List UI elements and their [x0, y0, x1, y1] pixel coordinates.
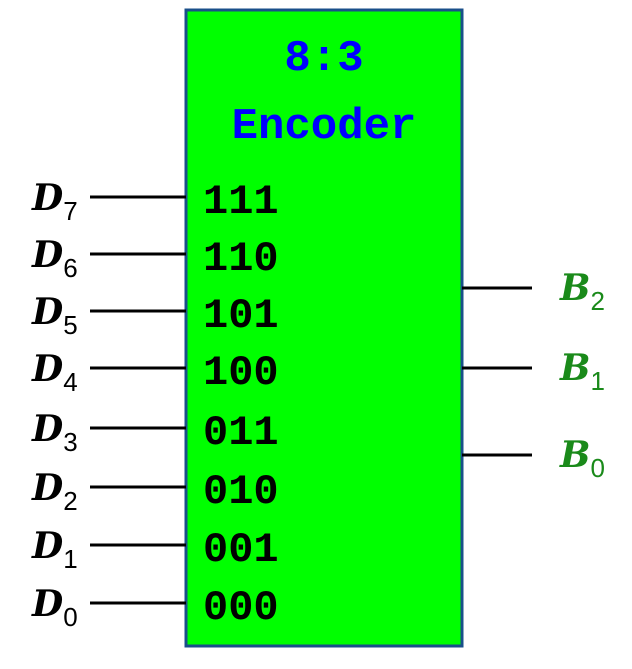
input-label-d7: D7	[31, 177, 78, 226]
input-code-d4: 100	[203, 349, 279, 397]
input-label-d5: D5	[31, 291, 78, 340]
input-code-d2: 010	[203, 468, 279, 516]
output-label-b2: B2	[559, 267, 605, 316]
input-label-d2: D2	[31, 467, 78, 516]
input-label-d1: D1	[31, 525, 78, 574]
input-code-d5: 101	[203, 292, 279, 340]
input-label-d4: D4	[31, 348, 78, 397]
encoder-title: Encoder	[232, 102, 417, 152]
output-label-b1: B1	[559, 347, 605, 396]
input-code-d1: 001	[203, 526, 279, 574]
encoder-block	[184, 8, 464, 648]
encoder-title-ratio: 8:3	[284, 34, 363, 84]
input-code-d0: 000	[203, 584, 279, 632]
input-code-d7: 111	[203, 178, 279, 226]
input-code-d3: 011	[203, 409, 279, 457]
input-code-d6: 110	[203, 235, 279, 283]
output-label-b0: B0	[559, 434, 605, 483]
input-label-d3: D3	[31, 408, 78, 457]
input-label-d6: D6	[31, 234, 78, 283]
input-label-d0: D0	[31, 583, 78, 632]
